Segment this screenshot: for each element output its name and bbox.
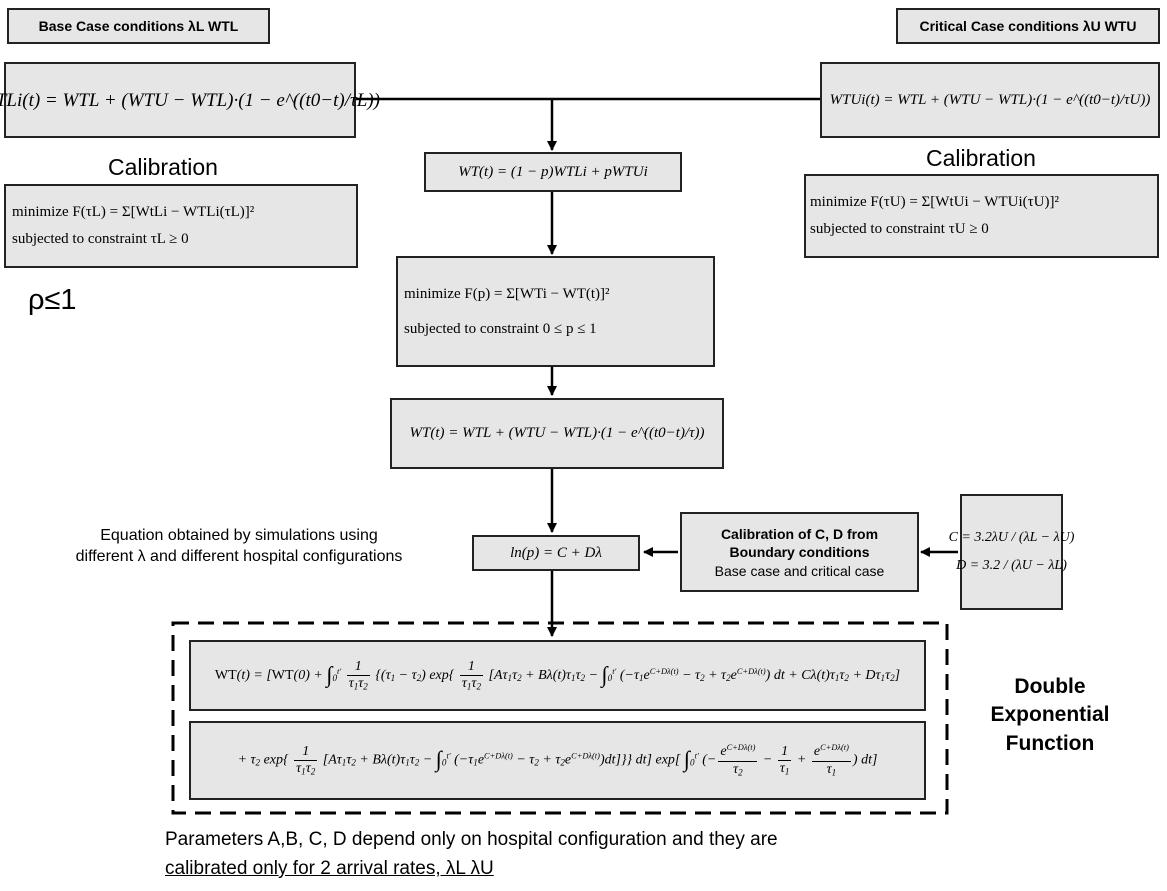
footer-line-2: calibrated only for 2 arrival rates, λL … (165, 858, 494, 879)
d-definition: D = 3.2 / (λU − λL) (956, 558, 1067, 573)
wt-li-equation-box: WTLi(t) = WTL + (WTU − WTL)·(1 − e^((t0−… (0, 62, 380, 138)
wt-ui-equation: WTUi(t) = WTL + (WTU − WTL)·(1 − e^((t0−… (829, 91, 1151, 108)
wt-final-equation: WT(t) = WTL + (WTU − WTL)·(1 − e^((t0−t)… (409, 425, 705, 441)
minimize-right-text: minimize F(τU) = Σ[WtUi − WTUi(τU)]² (810, 194, 1059, 211)
double-exp-label: Double Exponential Function (990, 675, 1110, 755)
minimize-p-box: minimize F(p) = Σ[WTi − WT(t)]² subjecte… (396, 256, 715, 367)
constraint-left-text: subjected to constraint τL ≥ 0 (12, 231, 189, 247)
critical-case-label: Critical Case conditions λU WTU (919, 18, 1137, 34)
minimize-p-text: minimize F(p) = Σ[WTi − WT(t)]² (404, 285, 610, 302)
ln-p-equation: ln(p) = C + Dλ (510, 544, 602, 561)
rho-label: ρ≤1 (28, 284, 77, 316)
cd-definitions-box: C = 3.2λU / (λL − λU) D = 3.2 / (λU − λL… (949, 494, 1074, 610)
calibration-right-title: Calibration (926, 145, 1036, 171)
cd-calibration-subtitle: Base case and critical case (714, 563, 885, 580)
ln-p-equation-box: ln(p) = C + Dλ (472, 535, 640, 571)
c-definition: C = 3.2λU / (λL − λU) (948, 530, 1075, 545)
footer-line-1: Parameters A,B, C, D depend only on hosp… (165, 829, 778, 850)
simulation-note: Equation obtained by simulations using d… (75, 527, 403, 565)
wt-mix-equation-box: WT(t) = (1 − p)WTLi + pWTUi (424, 152, 682, 192)
calibration-left-title: Calibration (108, 154, 218, 180)
double-exponential-group (171, 621, 949, 815)
constraint-p-text: subjected to constraint 0 ≤ p ≤ 1 (404, 320, 597, 337)
critical-case-header: Critical Case conditions λU WTU (896, 8, 1160, 44)
wt-li-equation: WTLi(t) = WTL + (WTU − WTL)·(1 − e^((t0−… (0, 89, 380, 111)
cd-calibration-box: Calibration of C, D from Boundary condit… (680, 512, 919, 592)
calibration-right-box: minimize F(τU) = Σ[WtUi − WTUi(τU)]² sub… (804, 174, 1159, 258)
wt-mix-equation: WT(t) = (1 − p)WTLi + pWTUi (458, 163, 648, 180)
wt-final-equation-box: WT(t) = WTL + (WTU − WTL)·(1 − e^((t0−t)… (390, 398, 724, 469)
wt-ui-equation-box: WTUi(t) = WTL + (WTU − WTL)·(1 − e^((t0−… (820, 62, 1160, 138)
calibration-left-box: minimize F(τL) = Σ[WtLi − WTLi(τL)]² sub… (4, 184, 358, 268)
base-case-label: Base Case conditions λL WTL (38, 18, 239, 34)
cd-calibration-title: Calibration of C, D from Boundary condit… (720, 525, 879, 560)
constraint-right-text: subjected to constraint τU ≥ 0 (810, 221, 989, 237)
base-case-header: Base Case conditions λL WTL (7, 8, 270, 44)
minimize-left-text: minimize F(τL) = Σ[WtLi − WTLi(τL)]² (12, 204, 255, 221)
